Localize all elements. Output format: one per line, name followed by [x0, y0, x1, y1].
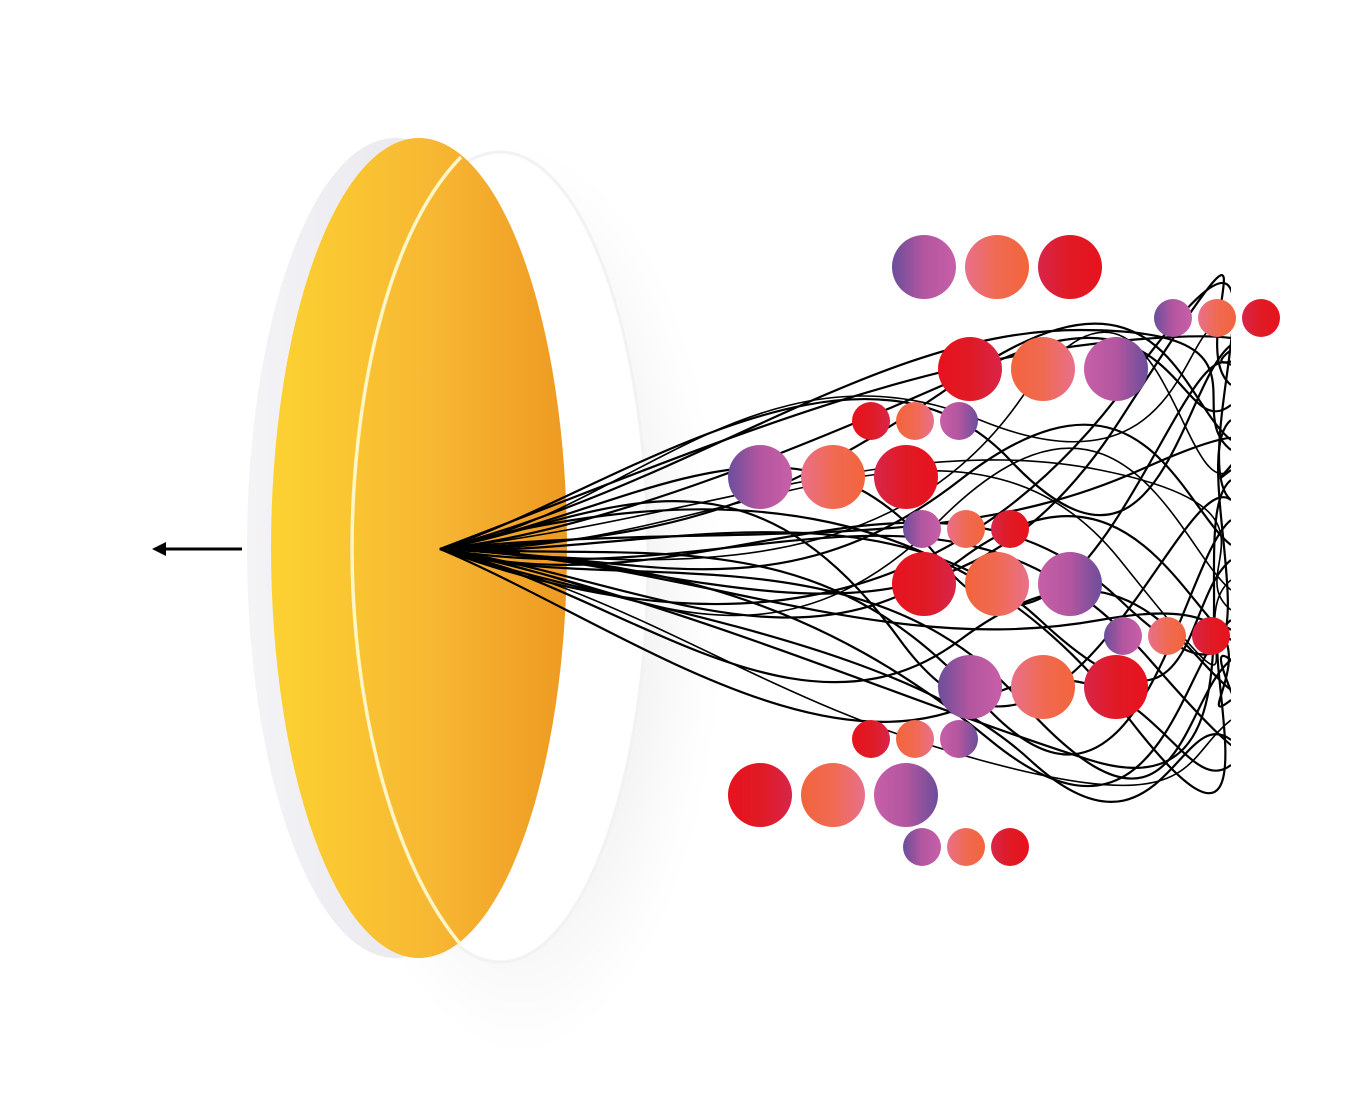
- bead-salmon: [801, 763, 865, 827]
- fiber-strand: [439, 534, 1231, 747]
- bead-salmon: [965, 552, 1029, 616]
- bead-salmon: [1011, 655, 1075, 719]
- bead-salmon: [947, 828, 985, 866]
- bead-purple: [728, 445, 792, 509]
- bead-red: [1242, 299, 1280, 337]
- disk-highlight-arc: [350, 155, 463, 947]
- fiber-strand: [439, 496, 1231, 708]
- bead-red: [874, 445, 938, 509]
- fiber-strand: [439, 547, 1231, 787]
- fiber-strand: [439, 508, 1231, 795]
- bead-red: [852, 402, 890, 440]
- bead-red: [1084, 655, 1148, 719]
- fiber-strand: [439, 328, 1231, 551]
- bead-red: [991, 510, 1029, 548]
- bead-red: [1038, 235, 1102, 299]
- bead-purple: [938, 655, 1002, 719]
- fiber-strand: [439, 547, 1231, 708]
- bead-red: [852, 720, 890, 758]
- bead-purple: [940, 720, 978, 758]
- fiber-strand: [439, 344, 1231, 551]
- bead-purple: [1154, 299, 1192, 337]
- bead-salmon: [1011, 337, 1075, 401]
- bead-red: [728, 763, 792, 827]
- bead-red: [1192, 617, 1230, 655]
- bead-salmon: [965, 235, 1029, 299]
- disk-front: [271, 138, 567, 958]
- bead-salmon: [1148, 617, 1186, 655]
- bead-purple: [874, 763, 938, 827]
- fiber-strand: [439, 547, 1231, 780]
- bead-red: [892, 552, 956, 616]
- bead-salmon: [896, 720, 934, 758]
- bead-salmon: [896, 402, 934, 440]
- fiber-strand: [439, 331, 1231, 561]
- bead-salmon: [947, 510, 985, 548]
- fiber-strand: [439, 436, 1231, 551]
- bead-purple: [892, 235, 956, 299]
- bead-red: [938, 337, 1002, 401]
- bead-purple: [940, 402, 978, 440]
- bead-purple: [903, 510, 941, 548]
- bead-purple: [903, 828, 941, 866]
- fiber-strand: [439, 419, 1231, 656]
- arrow-left-icon: [152, 542, 242, 556]
- bead-purple: [1104, 617, 1142, 655]
- bead-purple: [1038, 552, 1102, 616]
- fiber-root: [439, 544, 521, 554]
- bead-clusters: [728, 235, 1280, 866]
- bead-salmon: [1198, 299, 1236, 337]
- fiber-strand: [439, 459, 1231, 611]
- fiber-strand: [439, 479, 1231, 769]
- bead-purple: [1084, 337, 1148, 401]
- bead-salmon: [801, 445, 865, 509]
- bead-red: [991, 828, 1029, 866]
